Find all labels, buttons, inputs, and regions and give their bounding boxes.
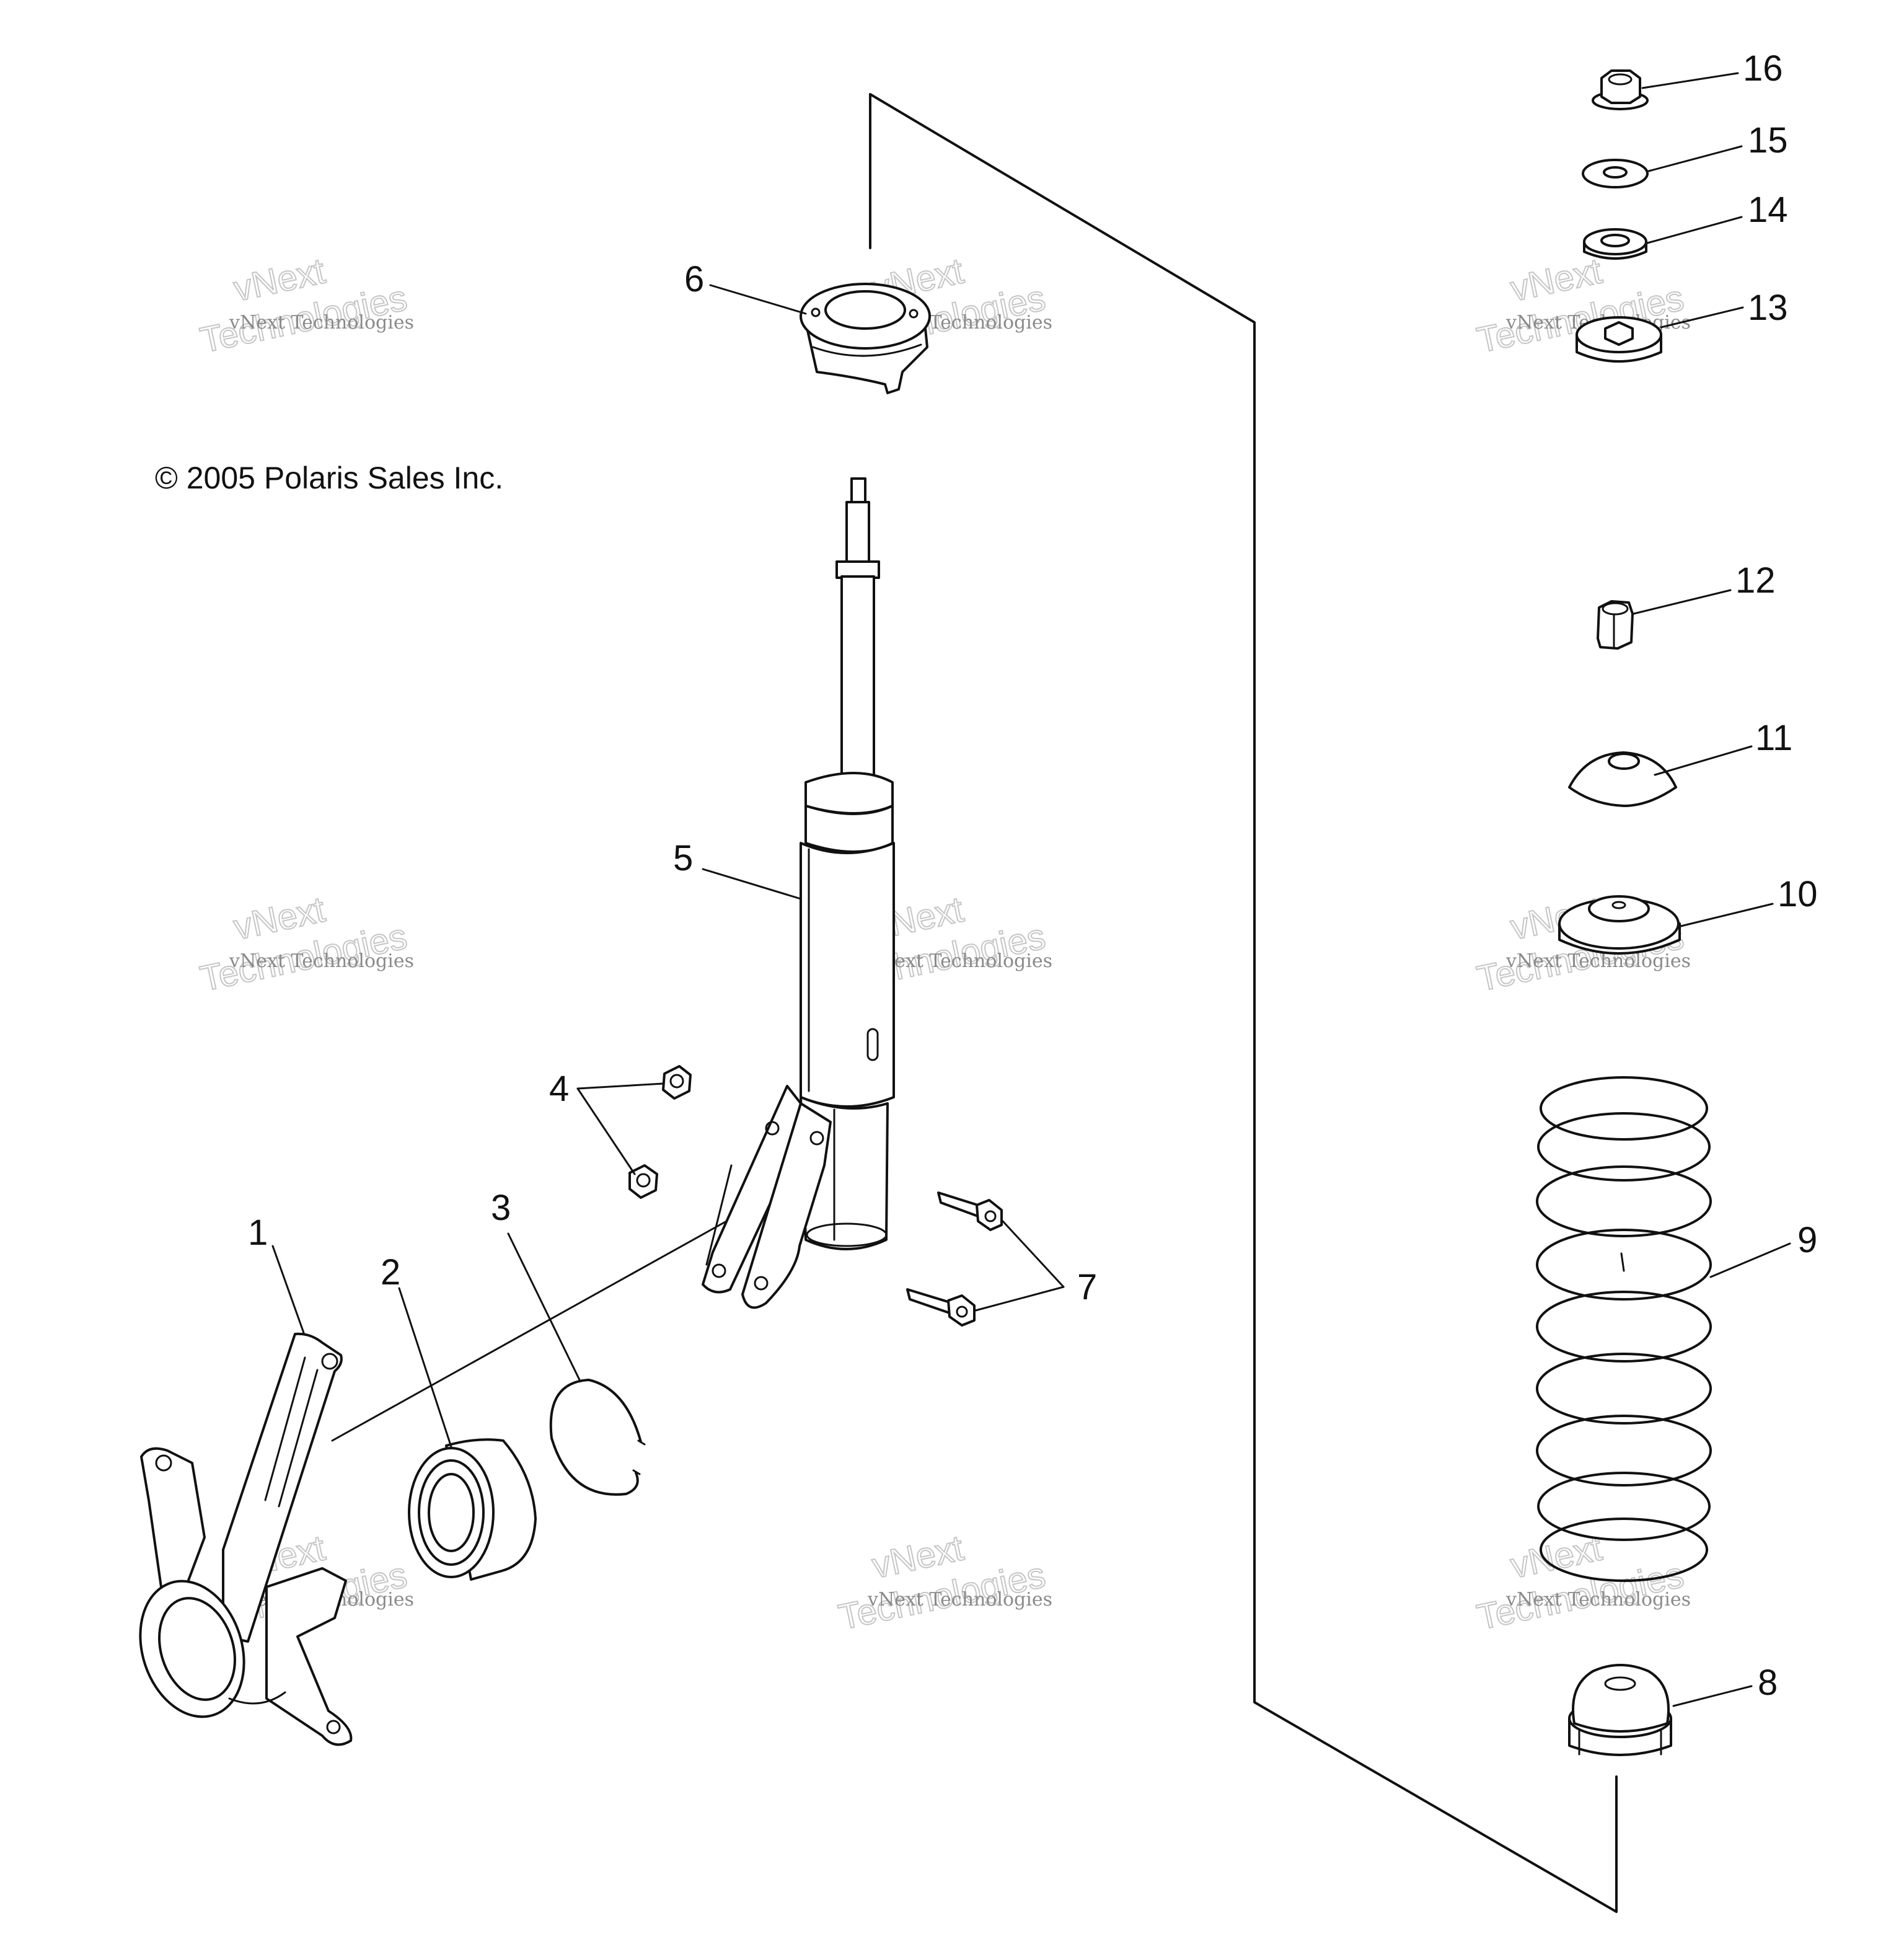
callout-8: 8 (1758, 1663, 1778, 1703)
callout-11: 11 (1755, 718, 1792, 758)
svg-text:vNext Technologies: vNext Technologies (1505, 950, 1691, 972)
callout-12: 12 (1735, 560, 1776, 601)
part-15-washer (1582, 159, 1649, 188)
part-3-snap-ring (549, 1379, 646, 1496)
callout-numbers: 1 2 3 4 5 6 7 8 9 10 11 12 13 14 15 16 (248, 48, 1818, 1703)
part-14-bushing (1583, 228, 1647, 260)
copyright-text: © 2005 Polaris Sales Inc. (155, 461, 503, 495)
callout-2: 2 (381, 1252, 400, 1292)
leader-lines (271, 72, 1791, 1707)
watermark: vNext Technologies vNext Technologies (835, 1527, 1053, 1638)
watermark: vNext Technologies vNext Technologies (196, 250, 415, 361)
part-9-coil-spring (1536, 1076, 1712, 1582)
watermarks: vNext Technologies vNext Technologies vN… (196, 250, 1691, 1638)
svg-text:vNext Technologies: vNext Technologies (867, 1589, 1052, 1610)
callout-14: 14 (1748, 190, 1788, 230)
callout-4: 4 (549, 1069, 569, 1109)
part-6-upper-mount (800, 283, 931, 394)
svg-text:vNext Technologies: vNext Technologies (1505, 1589, 1691, 1610)
part-16-flange-nut (1592, 69, 1649, 110)
watermark: vNext Technologies vNext Technologies (196, 888, 415, 999)
callout-9: 9 (1797, 1220, 1817, 1260)
callout-13: 13 (1748, 288, 1788, 328)
part-12-nut (1597, 600, 1634, 650)
part-1-knuckle (139, 1332, 353, 1746)
part-5-strut (702, 477, 895, 1309)
callout-5: 5 (673, 838, 693, 878)
callout-10: 10 (1778, 874, 1818, 914)
svg-text:vNext Technologies: vNext Technologies (867, 950, 1052, 972)
callout-1: 1 (248, 1213, 268, 1253)
assembly-bracket-lines (331, 93, 1618, 1913)
watermark: vNext Technologies vNext Technologies (1473, 250, 1691, 361)
callout-6: 6 (684, 259, 704, 299)
callout-16: 16 (1743, 48, 1783, 89)
part-11-spring-cup (1568, 751, 1677, 807)
callout-15: 15 (1748, 120, 1788, 161)
part-2-bearing (408, 1438, 537, 1581)
svg-text:vNext Technologies: vNext Technologies (229, 312, 414, 334)
part-8-bumper (1568, 1664, 1672, 1756)
callout-7: 7 (1077, 1267, 1097, 1307)
part-13-insulator (1576, 316, 1662, 363)
part-7-bolts (906, 1191, 1003, 1327)
svg-text:vNext Technologies: vNext Technologies (229, 950, 414, 972)
part-10-spring-seat (1558, 895, 1681, 955)
callout-3: 3 (491, 1188, 511, 1228)
watermark: vNext Technologies vNext Technologies (1473, 1527, 1691, 1638)
part-4-nuts (628, 1065, 692, 1199)
